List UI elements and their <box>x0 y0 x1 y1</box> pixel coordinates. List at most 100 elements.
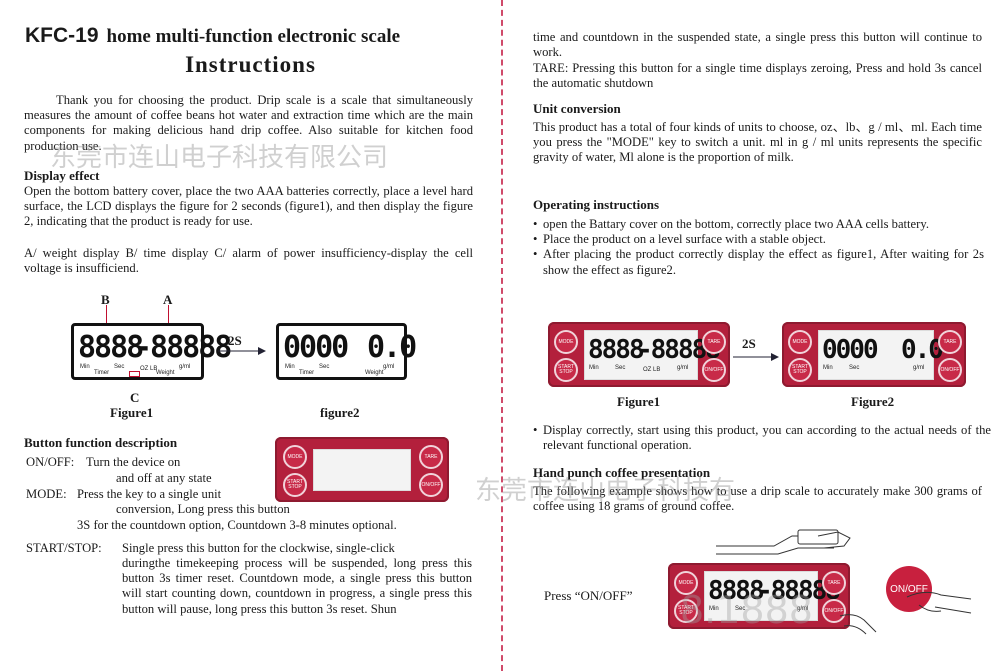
lcd-weight: Weight <box>156 370 175 376</box>
lcd-timer: Timer <box>299 370 315 376</box>
figure2-caption: figure2 <box>320 405 360 420</box>
lcd-sec: Sec <box>319 364 330 370</box>
startstop-continuation: time and countdown in the suspended stat… <box>533 30 982 60</box>
onoff-key: ON/OFF: <box>26 455 75 469</box>
tare-button: TARE <box>702 330 726 354</box>
unit-paragraph: This product has a total of four kinds o… <box>533 120 982 165</box>
lcd-min: Min <box>709 606 719 612</box>
scale-demo: 8888 -88888 Min Sec g/ml MODE START STOP… <box>668 563 850 629</box>
tare-description: TARE: Pressing this button for a single … <box>533 61 982 91</box>
hand-on-scale-icon <box>839 614 877 635</box>
onoff-button: ON/OFF <box>822 599 846 623</box>
mode-text1: Press the key to a single unit <box>77 487 222 501</box>
startstop-text2: duringthe timekeeping process will be su… <box>122 556 472 616</box>
lcd-time-digits: 8888 <box>588 335 645 365</box>
lcd-ozlb: OZ LB <box>643 367 661 373</box>
scale-figure2: 0000 0.0 Min Sec g/ml MODE START STOP TA… <box>782 322 966 387</box>
lcd-zero-time: 0000 <box>822 335 879 365</box>
battery-icon <box>129 371 140 377</box>
lcd-ozlb: OZ LB <box>140 366 158 372</box>
lcd-timer: Timer <box>94 370 110 376</box>
lcd-weight-digits: -88888 <box>134 330 232 365</box>
page-title: KFC-19 home multi-function electronic sc… <box>25 24 475 48</box>
lcd-time-digits: 8888 <box>708 576 765 606</box>
start-stop-button: START STOP <box>674 599 698 623</box>
lcd-sec: Sec <box>849 365 860 371</box>
arrow-label: 2S <box>228 333 242 348</box>
onoff-large-button: ON/OFF <box>886 566 932 612</box>
mode-button: MODE <box>283 445 307 469</box>
pointer-b <box>106 305 107 327</box>
operating-item: After placing the product correctly disp… <box>533 247 984 277</box>
mode-button: MODE <box>554 330 578 354</box>
hand-placing-scale-icon <box>716 529 851 555</box>
label-a: A <box>163 292 173 307</box>
finger-pressing-icon <box>906 591 972 614</box>
lcd-min: Min <box>80 364 90 370</box>
display-heading: Display effect <box>24 168 100 183</box>
start-stop-button: START STOP <box>554 358 578 382</box>
lcd-zero-weight: 0.0 <box>367 330 417 365</box>
title-text: home multi-function electronic scale <box>106 26 401 47</box>
coffee-paragraph: The following example shows how to use a… <box>533 484 982 514</box>
label-c: C <box>130 390 140 405</box>
arrow-right-icon <box>218 347 266 355</box>
start-stop-button: START STOP <box>283 473 307 497</box>
press-onoff-label: Press “ON/OFF” <box>544 588 633 603</box>
onoff-button: ON/OFF <box>938 358 962 382</box>
watermark-right: 东莞市连山电子科技有 <box>475 476 736 506</box>
figure1-caption-right: Figure1 <box>617 394 661 409</box>
display-legend: A/ weight display B/ time display C/ ala… <box>24 246 473 276</box>
mode-text2: conversion, Long press this button <box>116 502 290 516</box>
scale-screen: 8888 -88888 Min Sec g/ml <box>704 571 841 621</box>
arrow-label-right: 2S <box>742 336 756 351</box>
scale-screen <box>313 449 411 491</box>
display-note-list: Display correctly, start using this prod… <box>533 423 991 453</box>
lcd-gml: g/ml <box>677 365 689 371</box>
operating-list: open the Battary cover on the bottom, co… <box>533 217 984 278</box>
start-stop-button: START STOP <box>788 358 812 382</box>
arrow-right-icon <box>733 353 779 361</box>
operating-item: Place the product on a level surface wit… <box>533 232 984 247</box>
lcd-sec: Sec <box>114 364 125 370</box>
mode-button: MODE <box>788 330 812 354</box>
tare-button: TARE <box>822 571 846 595</box>
lcd-sec: Sec <box>735 606 746 612</box>
coffee-heading: Hand punch coffee presentation <box>533 465 711 480</box>
page-fold-divider <box>501 0 503 671</box>
scale-top-view: MODE START STOP TARE ON/OFF <box>275 437 449 502</box>
mode-button: MODE <box>674 571 698 595</box>
lcd-figure1-left: 8888 -88888 Min Sec Timer OZ LB g/ml Wei… <box>71 323 232 380</box>
watermark-left: 东莞市连山电子科技有限公司 <box>50 143 389 173</box>
startstop-key: START/STOP: <box>26 541 102 555</box>
startstop-text1: Single press this button for the clockwi… <box>122 541 395 555</box>
scale-figure1: 8888 -88888 Min Sec OZ LB g/ml MODE STAR… <box>548 322 730 387</box>
lcd-min: Min <box>589 365 599 371</box>
title-model: KFC-19 <box>25 24 99 47</box>
figure2-caption-right: Figure2 <box>851 394 895 409</box>
button-heading: Button function description <box>24 435 178 450</box>
lcd-gml: g/ml <box>179 364 191 370</box>
onoff-button: ON/OFF <box>702 358 726 382</box>
lcd-gml: g/ml <box>797 606 809 612</box>
lcd-figure2-left: 0000 0.0 Min Sec Timer g/ml Weight <box>276 323 417 380</box>
intro-paragraph: Thank you for choosing the product. Drip… <box>24 93 473 153</box>
tare-button: TARE <box>419 445 443 469</box>
mode-key: MODE: <box>26 487 67 501</box>
display-paragraph: Open the bottom battery cover, place the… <box>24 184 473 229</box>
onoff-text1: Turn the device on <box>86 455 181 469</box>
lcd-gml: g/ml <box>913 365 925 371</box>
subtitle: Instructions <box>185 52 316 77</box>
unit-heading: Unit conversion <box>533 101 621 116</box>
pointer-a <box>168 305 169 327</box>
lcd-weight: Weight <box>365 370 384 376</box>
lcd-zero-time: 0000 <box>283 330 349 365</box>
watermark-ghost: 8.1888 <box>680 588 813 632</box>
figure1-caption: Figure1 <box>110 405 154 420</box>
lcd-sec: Sec <box>615 365 626 371</box>
scale-screen: 0000 0.0 Min Sec g/ml <box>818 330 944 380</box>
scale-screen: 8888 -88888 Min Sec OZ LB g/ml <box>584 330 721 380</box>
lcd-time-digits: 8888 <box>78 330 144 365</box>
operating-heading: Operating instructions <box>533 197 660 212</box>
lcd-min: Min <box>823 365 833 371</box>
